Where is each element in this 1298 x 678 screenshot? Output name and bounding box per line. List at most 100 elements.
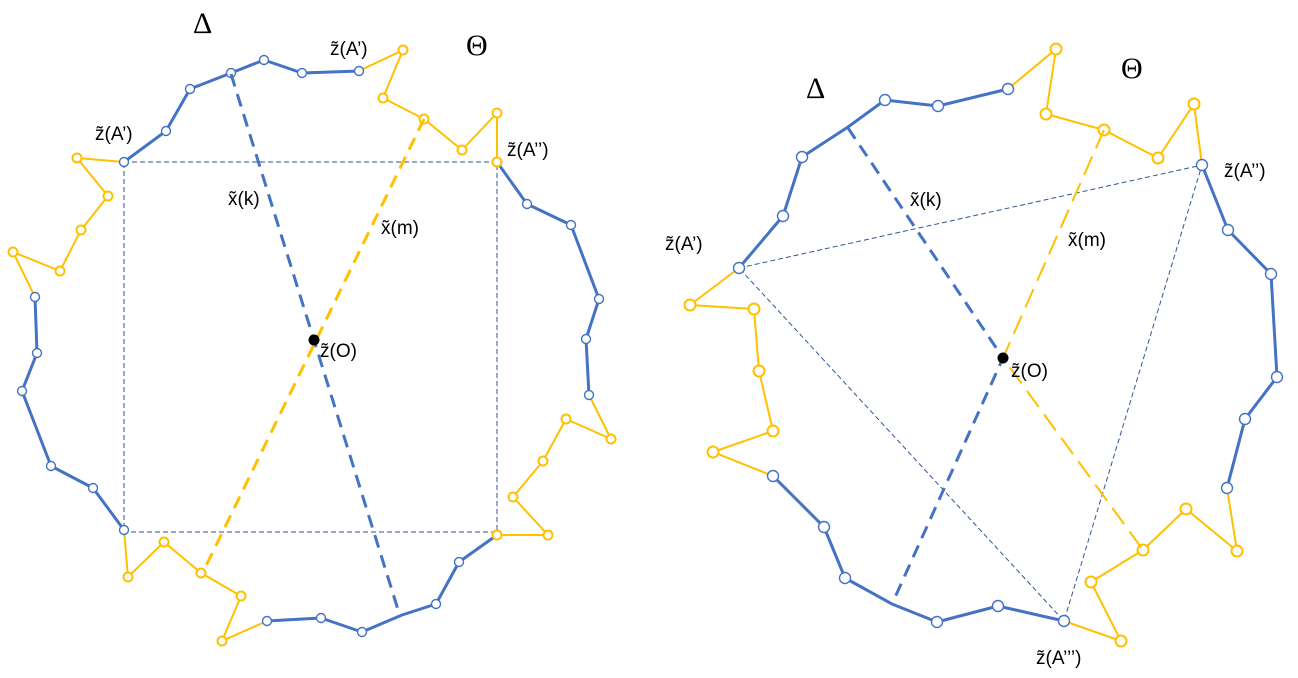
right-label-xk: x͂(k): [910, 190, 942, 211]
vertex: [31, 347, 43, 359]
left-delta-label: Δ: [193, 7, 212, 40]
right-label-center: z͂(O): [1011, 361, 1048, 382]
vertex: [593, 293, 605, 305]
vertex: [491, 107, 503, 119]
vertex: [235, 590, 247, 602]
vertex: [542, 529, 554, 541]
vertex: [706, 445, 720, 459]
vertex: [491, 156, 503, 168]
right-label-xm: x͂(m): [1068, 230, 1106, 251]
right-delta-vertices: [732, 82, 1284, 629]
vertex: [766, 469, 780, 483]
vertex: [1230, 544, 1244, 558]
vertex: [87, 482, 99, 494]
right-theta-vertices: [683, 42, 1244, 648]
right-diameter-xm-path: [1001, 129, 1144, 551]
vertex: [580, 333, 592, 345]
vertex: [16, 385, 28, 397]
vertex: [605, 433, 617, 445]
left-label-center: z͂(O): [320, 341, 357, 362]
vertex: [7, 246, 19, 258]
left-theta-vertices: [7, 44, 617, 647]
vertex: [377, 92, 389, 104]
right-delta-boundary-upper-left: [737, 87, 1009, 269]
vertex: [766, 424, 780, 438]
vertex: [261, 615, 273, 627]
vertex: [1195, 158, 1209, 172]
vertex: [1221, 223, 1235, 237]
right-center-point: [997, 352, 1009, 364]
left-theta-boundary-top: [358, 49, 498, 162]
left-label-xm: x͂(m): [381, 218, 419, 239]
vertex: [456, 144, 468, 156]
vertex: [75, 224, 87, 236]
vertex: [1270, 370, 1284, 384]
vertex: [158, 536, 170, 548]
vertex: [1001, 82, 1015, 96]
left-label-a-double-prime: z͂(A’’): [507, 140, 549, 161]
vertex: [397, 44, 409, 56]
vertex: [71, 152, 83, 164]
vertex: [732, 261, 746, 275]
vertex: [560, 413, 572, 425]
left-delta-boundary-right: [495, 161, 601, 396]
vertex: [296, 67, 308, 79]
vertex: [521, 198, 533, 210]
vertex: [776, 209, 790, 223]
vertex: [1151, 151, 1165, 165]
vertex: [430, 598, 442, 610]
vertex: [102, 190, 114, 202]
vertex: [507, 491, 519, 503]
left-label-a-prime-top: z͂(A’): [330, 39, 368, 60]
vertex: [122, 571, 134, 583]
left-label-a-prime-left: z͂(A’): [95, 124, 133, 145]
vertex: [118, 156, 130, 168]
vertex: [752, 364, 766, 378]
vertex: [1264, 267, 1278, 281]
vertex: [491, 529, 503, 541]
right-delta-boundary-bottom-left: [771, 474, 1065, 624]
left-center-point: [308, 334, 320, 346]
right-label-a-prime: z͂(A’): [665, 234, 703, 255]
left-delta-boundary-top: [123, 58, 360, 164]
right-delta-label: Δ: [806, 72, 825, 105]
left-theta-boundary-bottom: [123, 529, 268, 642]
right-delta-boundary-right: [1200, 164, 1279, 489]
vertex: [838, 571, 852, 585]
vertex: [931, 99, 945, 113]
vertex: [195, 567, 207, 579]
right-panel: Δ Θ z͂(A’) z͂(A’’) z͂(A’’’) x͂(k) x͂(m) …: [665, 42, 1284, 669]
left-theta-label: Θ: [466, 29, 488, 62]
right-theta-boundary-bottom-right: [1063, 487, 1238, 642]
vertex: [54, 265, 66, 277]
vertex: [29, 291, 41, 303]
vertex: [878, 93, 892, 107]
vertex: [315, 612, 327, 624]
vertex: [1187, 97, 1201, 111]
vertex: [356, 626, 368, 638]
vertex: [817, 520, 831, 534]
vertex: [991, 599, 1005, 613]
right-theta-label: Θ: [1121, 52, 1143, 85]
vertex: [216, 635, 228, 647]
vertex: [795, 150, 809, 164]
vertex: [930, 615, 944, 629]
vertex: [1238, 412, 1252, 426]
right-theta-boundary: [689, 48, 1238, 642]
left-delta-boundary-bottom: [266, 533, 498, 634]
vertex: [683, 298, 697, 312]
left-delta-boundary-left: [20, 296, 126, 531]
left-theta-boundary-right: [497, 394, 612, 536]
left-square-chords: [123, 161, 498, 533]
right-theta-boundary-top: [1007, 48, 1203, 166]
vertex: [160, 125, 172, 137]
left-diameter-xm: [201, 118, 426, 573]
vertex: [747, 302, 761, 316]
vertex: [353, 65, 365, 77]
vertex: [1057, 614, 1071, 628]
vertex: [537, 455, 549, 467]
right-delta-boundary: [737, 87, 1279, 624]
vertex: [258, 54, 270, 66]
vertex: [565, 219, 577, 231]
